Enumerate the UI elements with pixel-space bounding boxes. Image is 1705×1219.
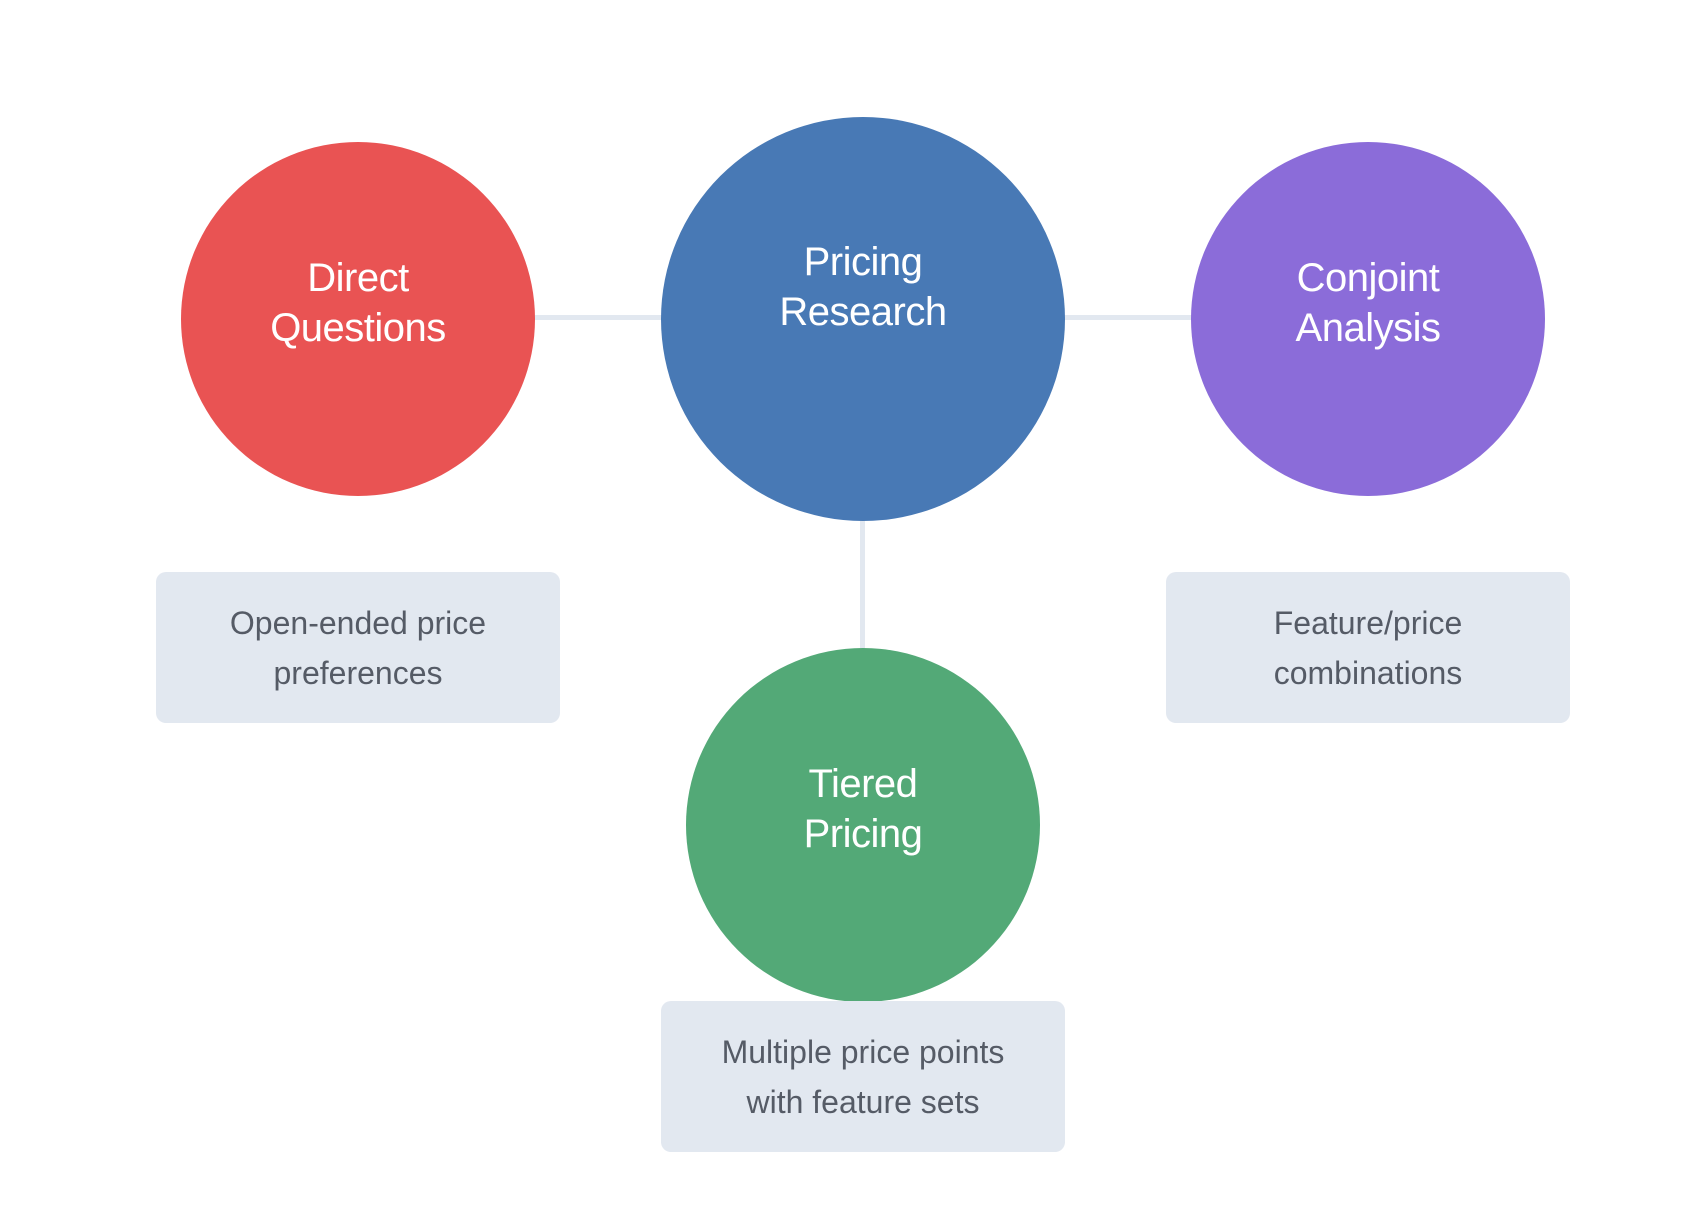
description-line-1: Feature/price — [1273, 604, 1463, 641]
branch-node-tiered-pricing: Tiered Pricing — [686, 648, 1040, 1002]
branch-node-label-line-2: Pricing — [803, 812, 923, 856]
branch-node-label-line-2: Analysis — [1295, 306, 1441, 350]
description-box-tiered-pricing: Multiple price points with feature sets — [661, 1001, 1065, 1152]
description-line-2: with feature sets — [746, 1083, 980, 1120]
description-line-2: combinations — [1273, 654, 1463, 691]
description-line-1: Open-ended price — [229, 604, 487, 641]
description-line-2: preferences — [273, 654, 443, 691]
branch-node-label-line-1: Conjoint — [1296, 256, 1440, 300]
description-box-conjoint-analysis: Feature/price combinations — [1166, 572, 1570, 723]
description-box-direct-questions: Open-ended price preferences — [156, 572, 560, 723]
center-node-pricing-research: Pricing Research — [661, 117, 1065, 521]
connector-center-to-tiered-pricing — [860, 518, 865, 648]
center-node-label-line-1: Pricing — [803, 240, 923, 284]
branch-node-label-line-2: Questions — [270, 306, 446, 350]
description-line-1: Multiple price points — [721, 1033, 1005, 1070]
branch-node-label-line-1: Tiered — [808, 762, 918, 806]
connector-center-to-conjoint-analysis — [1062, 315, 1215, 320]
connector-center-to-direct-questions — [510, 315, 665, 320]
branch-node-label-line-1: Direct — [307, 256, 409, 300]
center-node-label-line-2: Research — [779, 290, 947, 334]
branch-node-conjoint-analysis: Conjoint Analysis — [1191, 142, 1545, 496]
branch-node-direct-questions: Direct Questions — [181, 142, 535, 496]
